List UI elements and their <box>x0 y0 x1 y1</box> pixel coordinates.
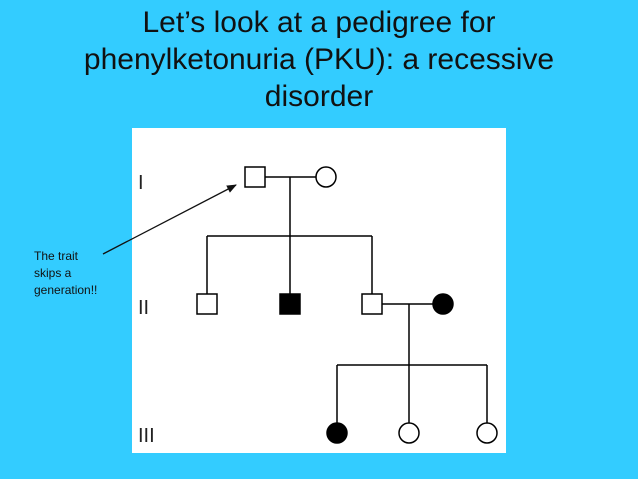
unaffected-male-square <box>244 166 266 188</box>
unaffected-male-square <box>196 293 218 315</box>
affected-male-square <box>279 293 301 315</box>
unaffected-female-circle <box>315 166 337 188</box>
callout-note: The trait skips a generation!! <box>34 248 124 299</box>
title-line: disorder <box>264 80 374 113</box>
affected-female-circle <box>432 293 454 315</box>
unaffected-female-circle <box>398 422 420 444</box>
title-line: phenylketonuria (PKU): a recessive <box>83 43 555 76</box>
affected-female-circle <box>326 422 348 444</box>
unaffected-male-square <box>361 293 383 315</box>
unaffected-female-circle <box>476 422 498 444</box>
pedigree-diagram: I II III <box>138 166 498 447</box>
generation-label-ii: II <box>138 297 149 319</box>
generation-label-iii: III <box>138 425 155 447</box>
callout-line: The trait <box>34 249 79 263</box>
callout-line: generation!! <box>34 283 98 297</box>
slide-title: Let’s look at a pedigree for phenylketon… <box>20 4 618 115</box>
title-line: Let’s look at a pedigree for <box>142 6 496 39</box>
pedigree-chart: I II III <box>132 128 506 453</box>
callout-line: skips a <box>34 266 72 280</box>
generation-label-i: I <box>138 172 144 194</box>
